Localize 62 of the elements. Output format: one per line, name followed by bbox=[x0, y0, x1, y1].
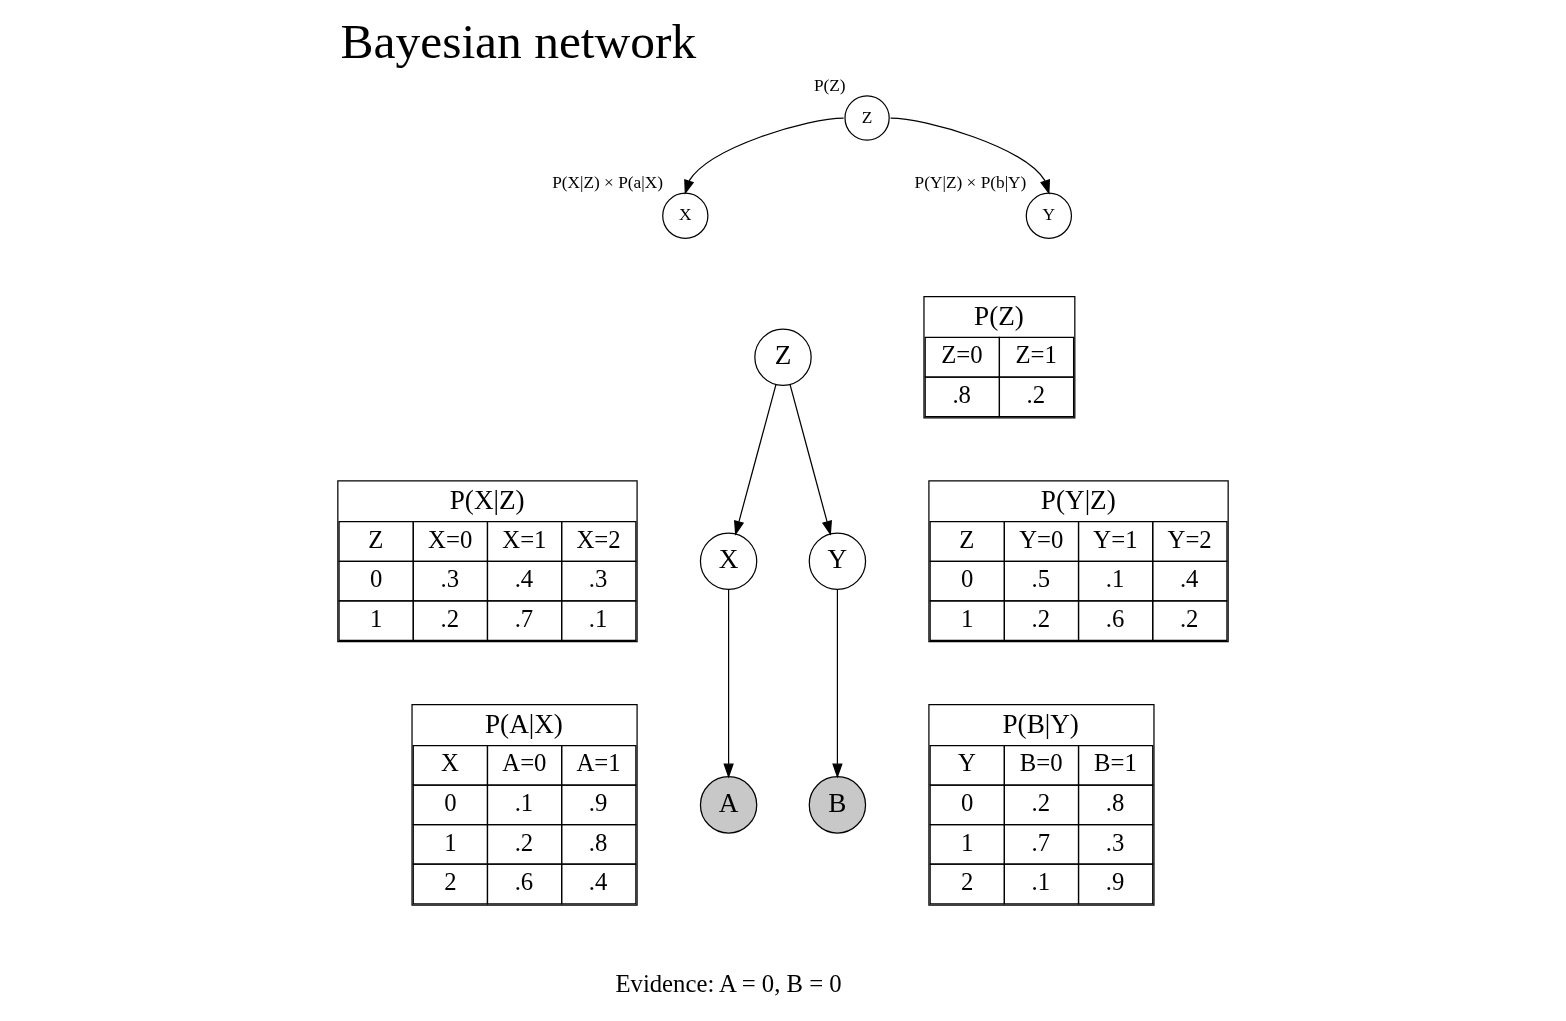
label: Evidence: A = 0, B = 0 bbox=[615, 969, 842, 997]
label: P(A|X) bbox=[484, 708, 563, 739]
label: .1 bbox=[588, 604, 608, 632]
label: .6 bbox=[1105, 604, 1125, 632]
label: 1 bbox=[369, 604, 383, 632]
label: 0 bbox=[369, 565, 383, 593]
label: .4 bbox=[514, 565, 534, 593]
label: .2 bbox=[1026, 380, 1046, 408]
label: .3 bbox=[588, 565, 608, 593]
node-label: P(X|Z) × P(a|X) bbox=[552, 173, 663, 193]
label: .1 bbox=[514, 789, 534, 817]
label: .2 bbox=[440, 604, 460, 632]
label: 2 bbox=[961, 868, 974, 896]
label: .6 bbox=[514, 868, 534, 896]
label: 1 bbox=[961, 828, 974, 856]
label: .4 bbox=[588, 868, 608, 896]
label: Z bbox=[368, 525, 384, 553]
label: Z bbox=[959, 525, 975, 553]
label: X bbox=[441, 749, 459, 777]
label: Z=0 bbox=[941, 341, 983, 369]
label: .2 bbox=[514, 828, 534, 856]
label: 0 bbox=[961, 565, 974, 593]
label: .9 bbox=[588, 789, 608, 817]
node-label: P(Z) bbox=[813, 76, 846, 96]
label: .2 bbox=[1179, 604, 1199, 632]
label: .7 bbox=[1031, 828, 1051, 856]
label: B=1 bbox=[1093, 749, 1137, 777]
label: A=0 bbox=[502, 749, 547, 777]
label: X=0 bbox=[428, 525, 473, 553]
diagram-title: Bayesian network bbox=[340, 13, 697, 69]
label: Y=1 bbox=[1093, 525, 1138, 553]
label: .4 bbox=[1179, 565, 1199, 593]
label: 2 bbox=[444, 868, 457, 896]
label: .2 bbox=[1031, 789, 1051, 817]
label: P(Y|Z) bbox=[1040, 484, 1116, 515]
label: Z=1 bbox=[1015, 341, 1057, 369]
label: .7 bbox=[514, 604, 534, 632]
node-label: P(Y|Z) × P(b|Y) bbox=[914, 173, 1027, 193]
label: .8 bbox=[588, 828, 608, 856]
label: 1 bbox=[961, 604, 974, 632]
label: A=1 bbox=[576, 749, 621, 777]
label: 0 bbox=[961, 789, 974, 817]
label: 1 bbox=[444, 828, 457, 856]
label: X=1 bbox=[502, 525, 547, 553]
label: .3 bbox=[440, 565, 460, 593]
label: X=2 bbox=[576, 525, 621, 553]
label: .8 bbox=[952, 380, 971, 408]
label: .2 bbox=[1031, 604, 1051, 632]
label: .1 bbox=[1105, 565, 1125, 593]
label: .8 bbox=[1105, 789, 1125, 817]
label: P(X|Z) bbox=[449, 484, 525, 515]
label: .5 bbox=[1031, 565, 1051, 593]
label: .3 bbox=[1105, 828, 1125, 856]
label: 0 bbox=[444, 789, 457, 817]
label: .1 bbox=[1031, 868, 1051, 896]
label: Y=2 bbox=[1167, 525, 1212, 553]
label: .9 bbox=[1105, 868, 1125, 896]
label: B=0 bbox=[1019, 749, 1063, 777]
label: Y bbox=[957, 749, 976, 777]
label: Y=0 bbox=[1019, 525, 1064, 553]
label: P(B|Y) bbox=[1002, 708, 1079, 739]
label: P(Z) bbox=[974, 300, 1024, 331]
